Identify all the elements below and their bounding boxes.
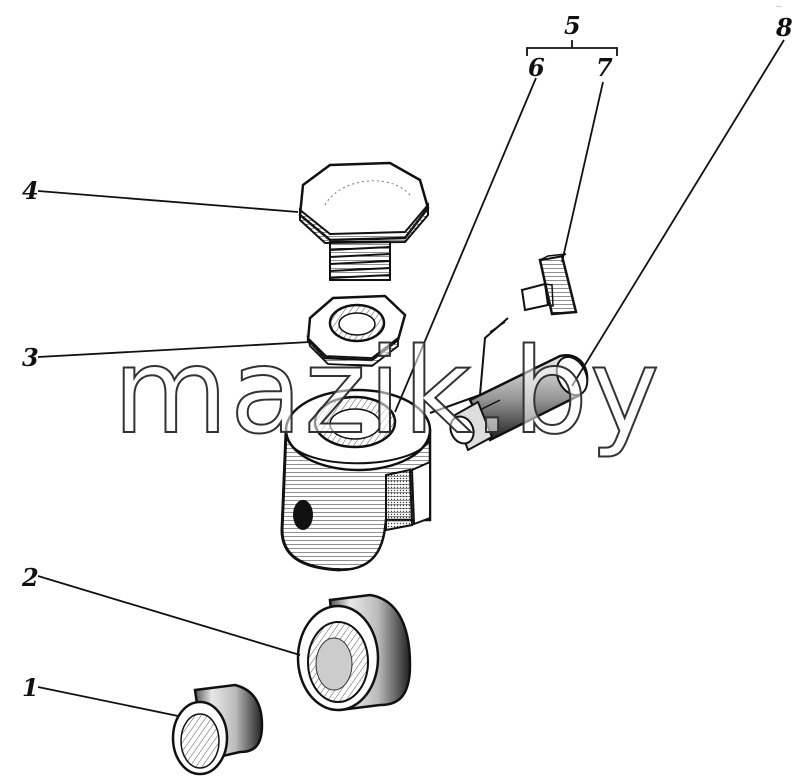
callout-6: 6 (528, 53, 545, 82)
part-3-hex-nut (306, 294, 407, 367)
leader-8 (571, 39, 785, 387)
callout-4: 4 (22, 176, 39, 205)
callout-1: 1 (22, 673, 39, 702)
callout-7: 7 (596, 53, 613, 82)
leader-3 (37, 341, 311, 358)
leader-7 (561, 81, 604, 263)
callout-3: 3 (22, 343, 39, 372)
callouts: 1 2 3 4 5 6 7 8 (21, 11, 793, 702)
spring-wire (429, 317, 509, 414)
leader-1 (37, 686, 179, 717)
bracket-5 (526, 40, 618, 56)
part-4-hex-bolt (298, 161, 430, 281)
part-1-small-bushing (171, 683, 264, 776)
part-7-square-key (520, 253, 578, 316)
watermark: mazik.by (113, 322, 662, 460)
leader-lines (37, 39, 785, 717)
leader-2 (37, 575, 301, 656)
leader-4 (37, 190, 299, 213)
callout-5: 5 (564, 11, 581, 40)
leader-6 (394, 77, 537, 413)
corner-mark: ·─· (776, 4, 783, 10)
part-6-housing (280, 388, 432, 572)
callout-8: 8 (775, 13, 793, 42)
callout-2: 2 (21, 563, 39, 592)
part-2-large-bushing (296, 593, 412, 712)
part-8-pin (449, 354, 589, 452)
